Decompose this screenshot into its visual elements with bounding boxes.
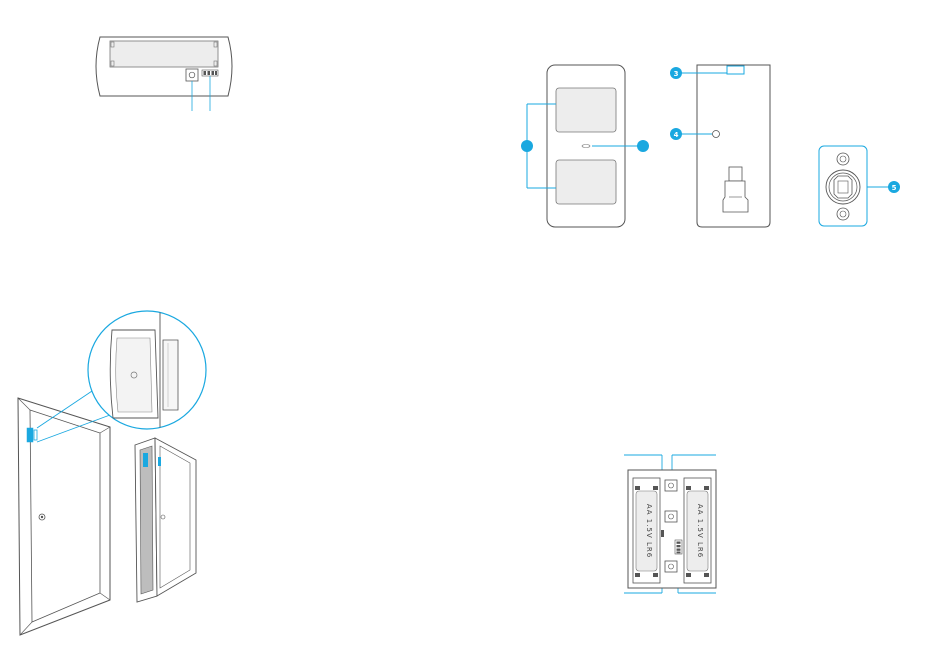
callout-3-label: 3 xyxy=(674,70,679,78)
callout-2 xyxy=(637,140,649,152)
callout-5-label: 5 xyxy=(892,184,897,192)
callout-4-label: 4 xyxy=(674,131,679,139)
pairing-button-icon xyxy=(186,69,198,81)
battery-compartment: AA 1.5V LR6 AA 1.5V LR6 xyxy=(624,455,716,593)
open-door-sensor-icon xyxy=(143,453,148,467)
mounting-bracket: 5 xyxy=(819,146,900,226)
pir-sensor-front xyxy=(521,65,649,227)
battery-right-label: AA 1.5V LR6 xyxy=(696,504,704,558)
rear-tamper-icon xyxy=(665,561,677,572)
battery-dip-switch-icon xyxy=(675,540,682,554)
callout-1 xyxy=(521,140,533,152)
sensor-top-view xyxy=(96,37,232,111)
door-sensor-icon xyxy=(27,428,33,442)
battery-left-label: AA 1.5V LR6 xyxy=(645,504,653,558)
dip-switch-icon xyxy=(202,70,218,76)
door-installation-scene xyxy=(18,311,206,635)
tamper-switch-icon xyxy=(665,480,677,491)
tamper-slot-icon xyxy=(727,66,744,74)
reset-hole-icon xyxy=(713,131,720,138)
learn-button-icon xyxy=(665,511,677,522)
pir-sensor-back: 3 4 xyxy=(670,65,770,227)
